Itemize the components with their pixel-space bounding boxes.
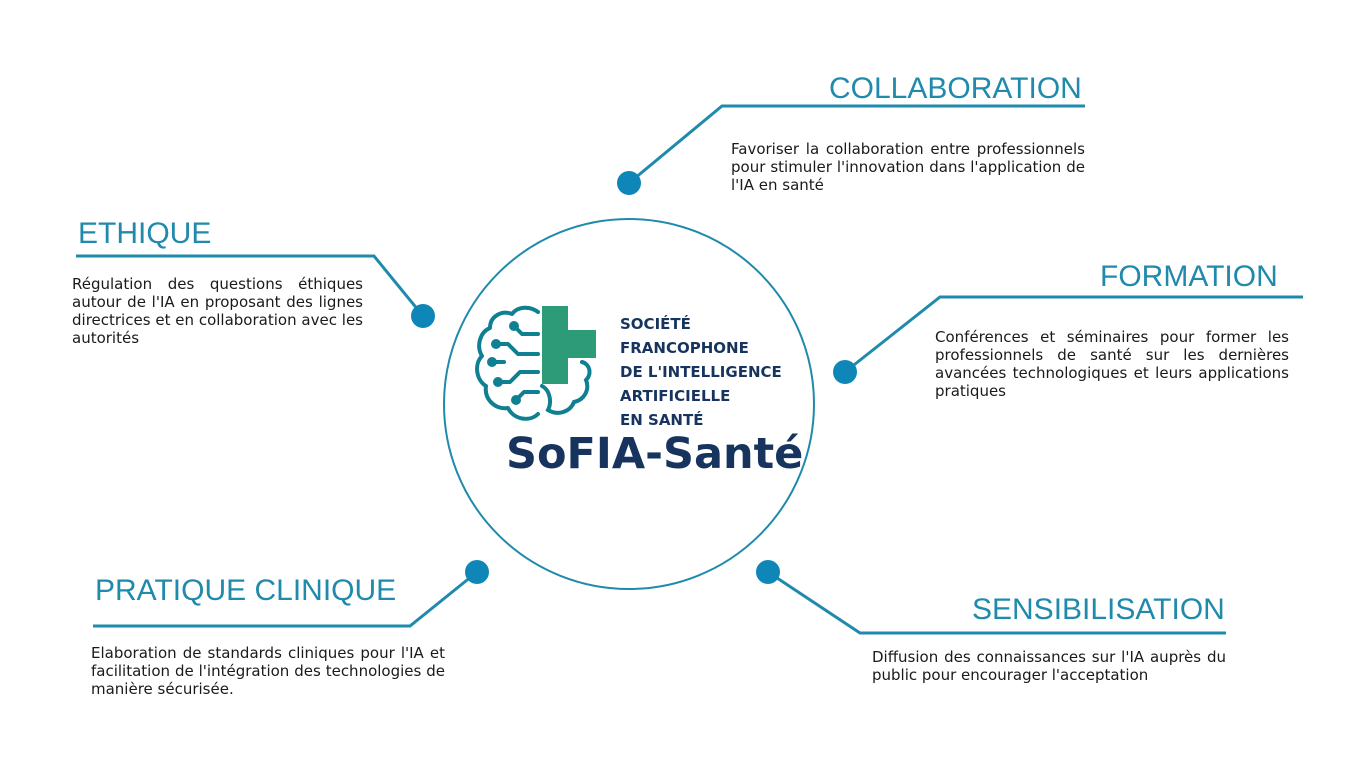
- formation-title: FORMATION: [1100, 260, 1278, 293]
- pratique-clinique-text: Elaboration de standards cliniques pour …: [91, 644, 445, 698]
- ethique-connector: [76, 254, 425, 317]
- center-circle: [443, 218, 815, 590]
- formation-text: Conférences et séminaires pour former le…: [935, 328, 1289, 400]
- formation-dot: [833, 360, 857, 384]
- sensibilisation-connector: [767, 570, 1226, 635]
- brand-name: SoFIA-Santé: [506, 429, 804, 479]
- collaboration-dot: [617, 171, 641, 195]
- ethique-title: ETHIQUE: [78, 217, 212, 250]
- brain-cross-icon: [475, 305, 596, 421]
- collaboration-text: Favoriser la collaboration entre profess…: [731, 140, 1085, 194]
- formation-connector: [844, 295, 1303, 374]
- pratique-dot: [465, 560, 489, 584]
- sensibilisation-title: SENSIBILISATION: [972, 593, 1225, 626]
- collaboration-connector: [628, 104, 1085, 185]
- ethique-dot: [411, 304, 435, 328]
- pratique-connector: [93, 570, 478, 628]
- pratique-clinique-title: PRATIQUE CLINIQUE: [95, 574, 397, 607]
- collaboration-title: COLLABORATION: [829, 72, 1082, 105]
- sensibilisation-text: Diffusion des connaissances sur l'IA aup…: [872, 648, 1226, 684]
- organization-name: SOCIÉTÉ FRANCOPHONE DE L'INTELLIGENCE AR…: [620, 315, 782, 429]
- ethique-text: Régulation des questions éthiques autour…: [72, 275, 363, 347]
- sensibilisation-dot: [756, 560, 780, 584]
